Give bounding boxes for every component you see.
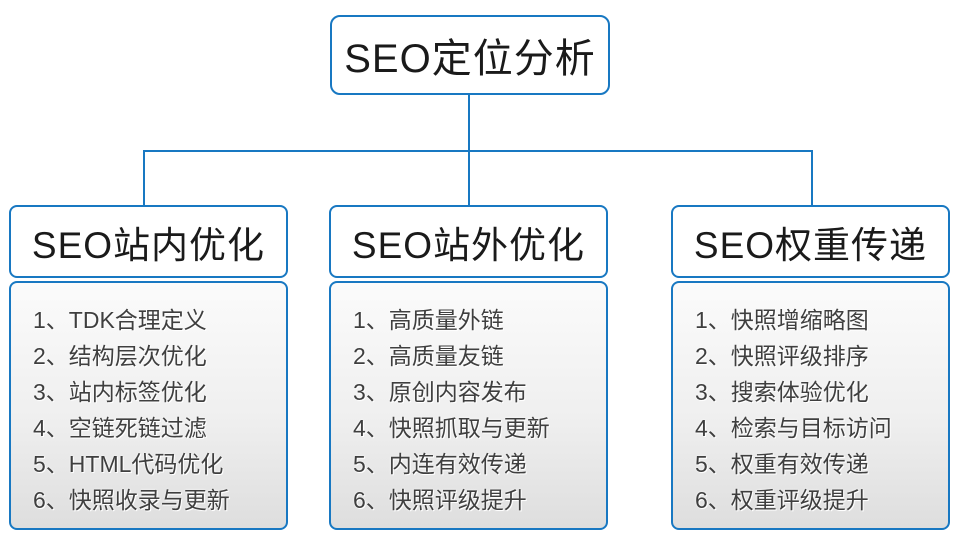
list-item: 5、HTML代码优化 [33,451,224,477]
column-list: 1、TDK合理定义 2、结构层次优化 3、站内标签优化 4、空链死链过滤 5、H… [9,281,288,530]
list-item: 3、站内标签优化 [33,379,207,405]
list-item: 2、高质量友链 [353,343,504,369]
column-header-title: SEO站外优化 [351,224,586,266]
list-item: 2、快照评级排序 [695,343,869,369]
column-header-title: SEO权重传递 [693,224,928,266]
column-weight-transfer: SEO权重传递 1、快照增缩略图 2、快照评级排序 3、搜索体验优化 4、检索与… [671,205,950,530]
column-header-title: SEO站内优化 [31,224,266,266]
list-item: 3、搜索体验优化 [695,379,869,405]
list-item: 3、原创内容发布 [353,379,527,405]
root-node-title: SEO定位分析 [344,37,596,81]
list-item: 1、高质量外链 [353,307,504,333]
root-node: SEO定位分析 [330,15,610,95]
column-header: SEO权重传递 [671,205,950,278]
list-item: 4、快照抓取与更新 [353,415,550,441]
column-header: SEO站外优化 [329,205,608,278]
connector-drop-right [811,150,813,207]
list-item: 6、快照收录与更新 [33,487,230,513]
column-list: 1、高质量外链 2、高质量友链 3、原创内容发布 4、快照抓取与更新 5、内连有… [329,281,608,530]
connector-drop-middle [468,150,470,207]
column-offsite-optimization: SEO站外优化 1、高质量外链 2、高质量友链 3、原创内容发布 4、快照抓取与… [329,205,608,530]
connector-horizontal [143,150,813,152]
list-item: 6、权重评级提升 [695,487,869,513]
list-item: 1、快照增缩略图 [695,307,869,333]
list-item: 2、结构层次优化 [33,343,207,369]
list-item: 4、检索与目标访问 [695,415,892,441]
list-item: 6、快照评级提升 [353,487,527,513]
column-onsite-optimization: SEO站内优化 1、TDK合理定义 2、结构层次优化 3、站内标签优化 4、空链… [9,205,288,530]
connector-drop-left [143,150,145,207]
list-item: 5、权重有效传递 [695,451,869,477]
list-item: 1、TDK合理定义 [33,307,207,333]
list-item: 4、空链死链过滤 [33,415,207,441]
column-list: 1、快照增缩略图 2、快照评级排序 3、搜索体验优化 4、检索与目标访问 5、权… [671,281,950,530]
list-item: 5、内连有效传递 [353,451,527,477]
connector-root-stub [468,93,470,151]
column-header: SEO站内优化 [9,205,288,278]
